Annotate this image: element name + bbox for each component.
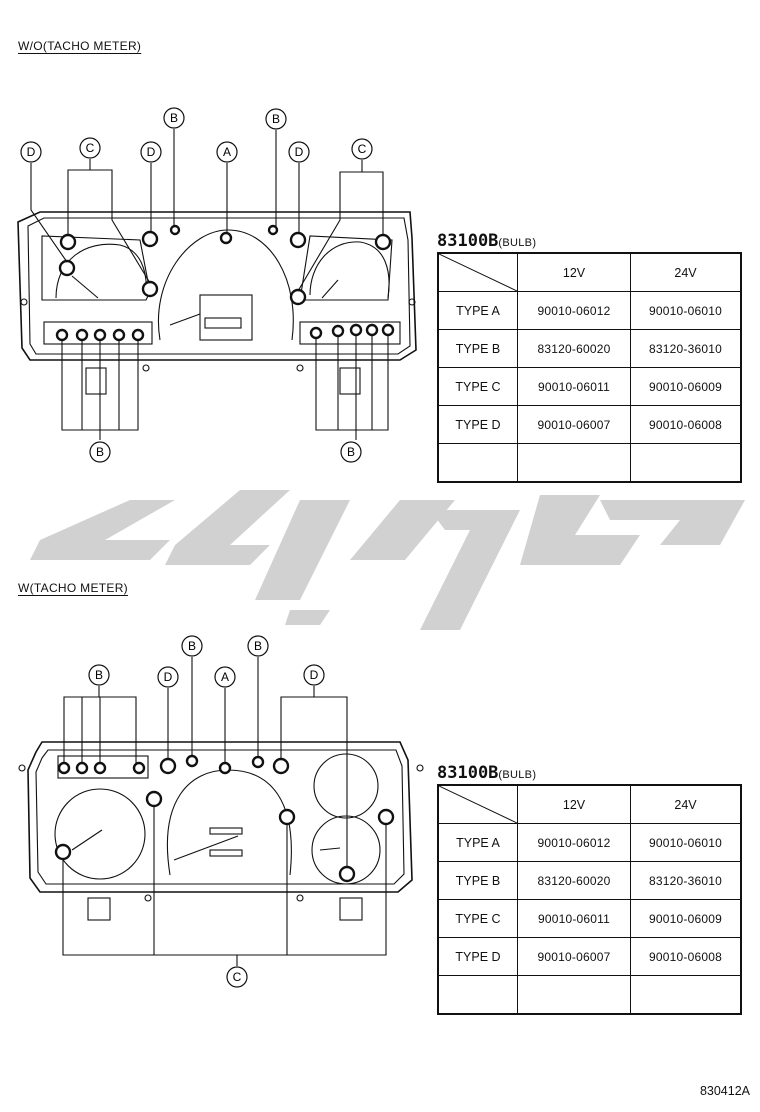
callouts-with-tacho: B D B A B D C (88, 635, 325, 988)
part-number: 83100B (437, 231, 499, 251)
callout-d: D (295, 145, 304, 159)
type-cell: TYPE C (437, 367, 518, 406)
type-cell: TYPE D (437, 937, 518, 976)
table-header-row: 12V 24V (437, 784, 742, 824)
callout-b: B (254, 639, 262, 653)
bulbs-with-tacho (54, 754, 395, 883)
column-header-24v: 24V (630, 784, 742, 824)
type-cell: TYPE B (437, 861, 518, 900)
part-12v-cell: 90010-06007 (517, 937, 631, 976)
bulbs-without-tacho (55, 224, 395, 342)
callout-b: B (188, 639, 196, 653)
callout-c: C (358, 142, 367, 156)
callout-c: C (233, 970, 242, 984)
part-24v-cell: 90010-06009 (630, 899, 742, 938)
table-row: TYPE D 90010-06007 90010-06008 (437, 937, 742, 976)
table-row: TYPE B 83120-60020 83120-36010 (437, 329, 742, 368)
type-cell: TYPE D (437, 405, 518, 444)
corner-cell (437, 252, 518, 292)
bulb-table: 12V 24V TYPE A 90010-06012 90010-06010 T… (437, 252, 742, 483)
callout-b: B (272, 112, 280, 126)
type-cell (437, 443, 518, 483)
table-row (437, 975, 742, 1015)
part-12v-cell: 90010-06011 (517, 899, 631, 938)
type-cell: TYPE A (437, 823, 518, 862)
callout-b: B (96, 445, 104, 459)
callout-b: B (95, 668, 103, 682)
column-header-12v: 12V (517, 784, 631, 824)
parts-heading: 83100B(BULB) (437, 230, 742, 252)
watermark-logo (30, 490, 745, 630)
part-24v-cell: 90010-06009 (630, 367, 742, 406)
table-row (437, 443, 742, 483)
callout-a: A (221, 670, 229, 684)
parts-block-bottom: 83100B(BULB) 12V 24V TYPE A 90010-06012 … (437, 762, 742, 1015)
part-number: 83100B (437, 763, 499, 783)
table-row: TYPE A 90010-06012 90010-06010 (437, 823, 742, 862)
callout-c: C (86, 141, 95, 155)
column-header-12v: 12V (517, 252, 631, 292)
part-12v-cell: 90010-06012 (517, 291, 631, 330)
part-24v-cell (630, 975, 742, 1015)
part-24v-cell (630, 443, 742, 483)
type-cell: TYPE A (437, 291, 518, 330)
figure-code: 830412A (699, 1084, 750, 1098)
callout-b: B (170, 111, 178, 125)
parts-heading: 83100B(BULB) (437, 762, 742, 784)
type-cell: TYPE B (437, 329, 518, 368)
table-row: TYPE A 90010-06012 90010-06010 (437, 291, 742, 330)
table-row: TYPE C 90010-06011 90010-06009 (437, 367, 742, 406)
callout-d: D (27, 145, 36, 159)
part-description: (BULB) (498, 237, 537, 249)
callouts-without-tacho: D C D B A B D C B B (20, 107, 373, 463)
part-12v-cell: 90010-06007 (517, 405, 631, 444)
type-cell: TYPE C (437, 899, 518, 938)
bulb-table: 12V 24V TYPE A 90010-06012 90010-06010 T… (437, 784, 742, 1015)
part-description: (BULB) (498, 769, 537, 781)
part-12v-cell: 90010-06012 (517, 823, 631, 862)
table-row: TYPE D 90010-06007 90010-06008 (437, 405, 742, 444)
section-title-with-tacho: W(TACHO METER) (18, 581, 128, 595)
part-24v-cell: 83120-36010 (630, 329, 742, 368)
part-24v-cell: 90010-06008 (630, 937, 742, 976)
table-row: TYPE B 83120-60020 83120-36010 (437, 861, 742, 900)
type-cell (437, 975, 518, 1015)
table-header-row: 12V 24V (437, 252, 742, 292)
part-12v-cell: 83120-60020 (517, 329, 631, 368)
callout-d: D (164, 670, 173, 684)
callout-d: D (147, 145, 156, 159)
part-24v-cell: 83120-36010 (630, 861, 742, 900)
leader-lines-without-tacho (30, 129, 389, 440)
callout-a: A (223, 145, 231, 159)
part-12v-cell (517, 443, 631, 483)
section-title-without-tacho: W/O(TACHO METER) (18, 39, 142, 53)
part-12v-cell: 90010-06011 (517, 367, 631, 406)
part-24v-cell: 90010-06010 (630, 291, 742, 330)
callout-d: D (310, 668, 319, 682)
callout-b: B (347, 445, 355, 459)
parts-block-top: 83100B(BULB) 12V 24V TYPE A 90010-06012 … (437, 230, 742, 483)
part-12v-cell: 83120-60020 (517, 861, 631, 900)
leader-lines-with-tacho (62, 657, 387, 966)
corner-cell (437, 784, 518, 824)
part-24v-cell: 90010-06008 (630, 405, 742, 444)
part-12v-cell (517, 975, 631, 1015)
column-header-24v: 24V (630, 252, 742, 292)
table-row: TYPE C 90010-06011 90010-06009 (437, 899, 742, 938)
part-24v-cell: 90010-06010 (630, 823, 742, 862)
